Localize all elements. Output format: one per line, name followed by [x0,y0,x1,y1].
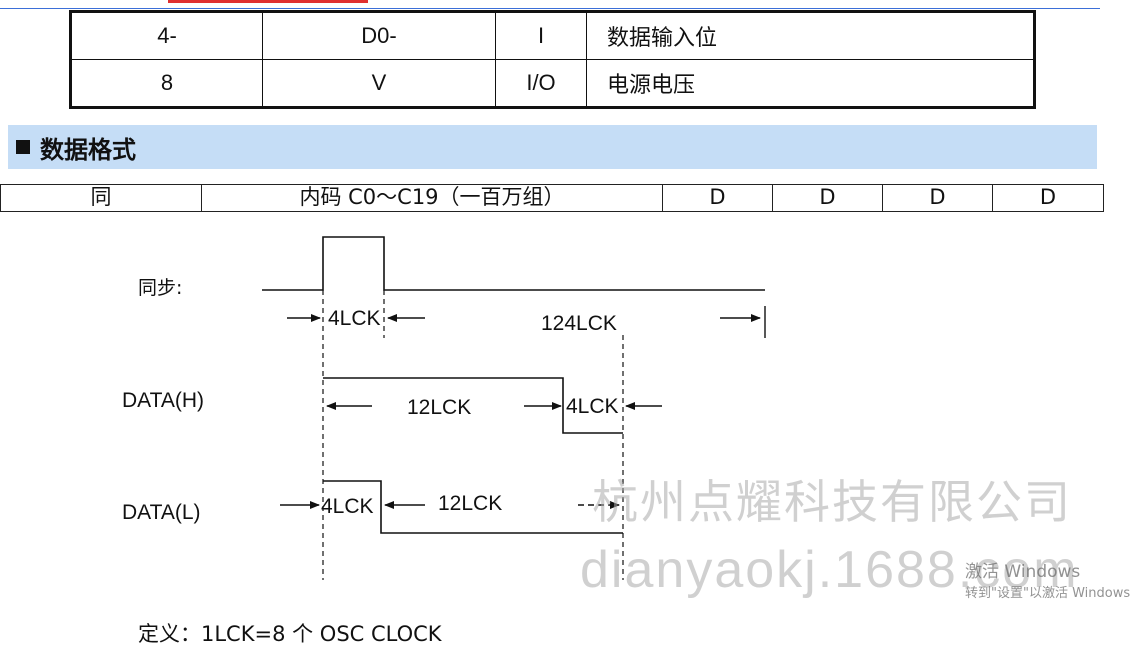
format-cell-d: D [662,184,773,212]
format-table: 同 内码 C0～C19（一百万组） D D D D [0,184,1104,212]
pin-desc-cell: 电源电压 [586,59,1035,108]
table-row: 同 内码 C0～C19（一百万组） D D D D [0,184,1104,212]
data-low-waveform [323,480,623,534]
data-low-low-duration: 12LCK [438,492,502,515]
activation-subtitle: 转到"设置"以激活 Windows [965,586,1131,601]
table-row: 4- D0- I 数据输入位 [70,11,1035,60]
activation-title: 激活 Windows [965,562,1081,582]
data-high-waveform [323,377,623,434]
format-cell-d: D [992,184,1104,212]
data-high-label: DATA(H) [122,389,204,412]
sync-waveform [262,236,765,291]
pin-number-cell: 4- [70,11,263,60]
data-high-high-duration: 12LCK [407,396,471,419]
format-cell-d: D [772,184,883,212]
pin-table: 4- D0- I 数据输入位 8 V I/O 电源电压 [69,10,1036,109]
watermark-company: 杭州点耀科技有限公司 [592,475,1072,529]
pin-name-cell: D0- [262,11,496,60]
table-row: 8 V I/O 电源电压 [70,59,1035,108]
pin-number-cell: 8 [70,59,263,108]
format-cell-code: 内码 C0～C19（一百万组） [201,184,663,212]
sync-label: 同步: [138,277,182,299]
top-accent-line [168,0,368,3]
sync-high-duration: 4LCK [328,307,381,330]
data-low-high-duration: 4LCK [321,495,374,518]
format-cell-sync: 同 [0,184,202,212]
footnote-definition: 定义：1LCK=8 个 OSC CLOCK [138,622,442,646]
pin-desc-cell: 数据输入位 [586,11,1035,60]
section-title: 数据格式 [40,135,136,164]
data-high-low-duration: 4LCK [566,395,619,418]
pin-name-cell: V [262,59,496,108]
section-header: 数据格式 [8,125,1097,169]
top-divider-line [0,8,1100,9]
sync-period-duration: 124LCK [541,312,617,335]
data-low-label: DATA(L) [122,501,201,524]
square-bullet-icon [16,140,30,154]
watermark-site: dianyaokj.1688.com [580,541,1079,599]
pin-io-cell: I/O [495,59,587,108]
